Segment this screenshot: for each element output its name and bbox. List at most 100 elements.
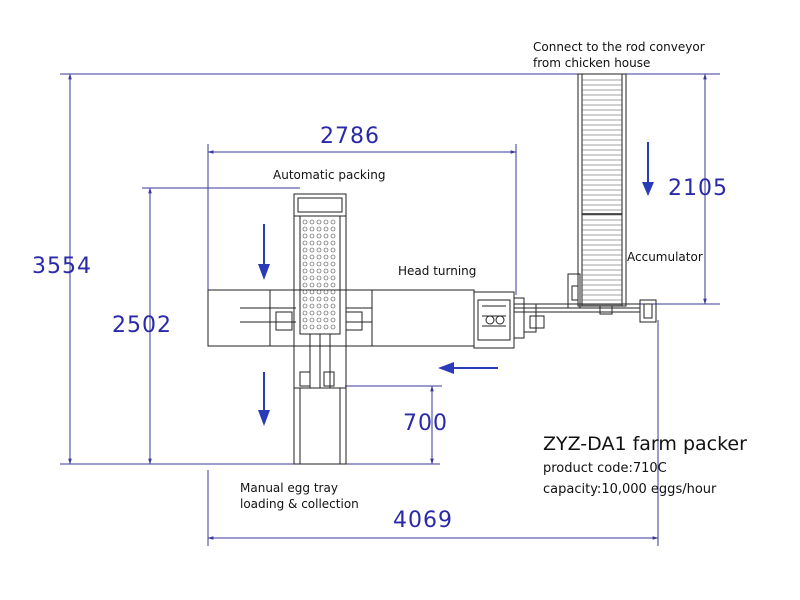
accumulator-conveyor — [567, 73, 627, 309]
egg-slot — [316, 303, 322, 309]
egg-slot — [302, 324, 308, 330]
egg-slot — [302, 247, 308, 253]
egg-slot — [323, 254, 329, 260]
egg-slot — [330, 219, 336, 225]
egg-slot — [302, 268, 308, 274]
dimension-lines — [60, 73, 720, 546]
egg-slot — [330, 233, 336, 239]
egg-slot — [330, 324, 336, 330]
egg-slot — [309, 226, 315, 232]
egg-slot — [316, 317, 322, 323]
egg-slot — [302, 296, 308, 302]
egg-slot — [316, 233, 322, 239]
product-title: ZYZ-DA1 farm packer — [543, 433, 747, 455]
egg-slot — [309, 289, 315, 295]
dimension-left-height: 2502 — [112, 313, 172, 338]
egg-slot — [309, 268, 315, 274]
egg-slot — [309, 275, 315, 281]
arrow-collection-down — [258, 372, 270, 426]
egg-slot — [309, 310, 315, 316]
egg-slot — [330, 226, 336, 232]
egg-slot — [330, 268, 336, 274]
egg-slot — [323, 296, 329, 302]
egg-slot — [330, 247, 336, 253]
egg-slot — [316, 324, 322, 330]
egg-slot — [302, 317, 308, 323]
egg-slot — [330, 275, 336, 281]
egg-slot — [316, 289, 322, 295]
dimension-total-width: 4069 — [393, 508, 453, 533]
head-turning-label: Head turning — [398, 264, 477, 278]
flow-arrows — [258, 142, 654, 426]
arrow-packing-down — [258, 224, 270, 280]
egg-slot — [330, 289, 336, 295]
egg-slot — [323, 282, 329, 288]
dimension-width-top: 2786 — [320, 124, 380, 149]
product-capacity: capacity:10,000 eggs/hour — [543, 482, 717, 497]
head-turning-line — [473, 291, 657, 349]
egg-slot — [323, 303, 329, 309]
egg-slot — [323, 226, 329, 232]
egg-slot — [323, 310, 329, 316]
egg-slot — [302, 226, 308, 232]
egg-slot — [330, 303, 336, 309]
dimension-accumulator-height: 2105 — [668, 176, 728, 201]
egg-slot — [323, 317, 329, 323]
egg-slot — [323, 289, 329, 295]
egg-slot — [323, 219, 329, 225]
automatic-packing-label: Automatic packing — [273, 168, 386, 182]
egg-slot — [330, 310, 336, 316]
egg-slot — [309, 247, 315, 253]
egg-slot — [302, 303, 308, 309]
arrow-left — [438, 362, 498, 374]
egg-slot — [309, 233, 315, 239]
egg-slot — [302, 310, 308, 316]
main-table — [207, 289, 475, 347]
egg-slot — [309, 261, 315, 267]
manual-label-line1: Manual egg tray — [240, 481, 338, 495]
egg-slot — [323, 261, 329, 267]
packing-machine — [293, 193, 347, 465]
conveyor-label-line1: Connect to the rod conveyor — [533, 40, 705, 54]
egg-slot — [323, 233, 329, 239]
egg-slot — [309, 219, 315, 225]
egg-slot — [323, 247, 329, 253]
egg-slot — [309, 303, 315, 309]
egg-slot — [316, 275, 322, 281]
egg-slot — [302, 254, 308, 260]
egg-slot — [302, 233, 308, 239]
manual-label-line2: loading & collection — [240, 497, 359, 511]
egg-slot — [323, 268, 329, 274]
egg-slot — [330, 240, 336, 246]
egg-slot — [316, 310, 322, 316]
egg-slot — [302, 282, 308, 288]
product-code: product code:710C — [543, 461, 667, 476]
egg-slot — [330, 254, 336, 260]
egg-slot — [302, 261, 308, 267]
egg-slot — [316, 219, 322, 225]
dimension-total-height: 3554 — [32, 254, 92, 279]
egg-slot — [330, 317, 336, 323]
egg-slot — [302, 289, 308, 295]
egg-slot — [309, 282, 315, 288]
egg-slot — [309, 296, 315, 302]
egg-slot — [316, 240, 322, 246]
dimension-bottom-height: 700 — [403, 411, 448, 436]
conveyor-label-line2: from chicken house — [533, 56, 651, 70]
egg-slot — [309, 317, 315, 323]
egg-slot — [316, 247, 322, 253]
egg-slot — [323, 240, 329, 246]
egg-slot — [302, 275, 308, 281]
arrow-conveyor-down — [642, 142, 654, 196]
accumulator-label: Accumulator — [627, 250, 703, 264]
egg-slot — [330, 282, 336, 288]
egg-slot — [309, 324, 315, 330]
egg-slot — [309, 240, 315, 246]
egg-slot — [323, 275, 329, 281]
egg-slot — [302, 240, 308, 246]
egg-slot — [316, 296, 322, 302]
egg-slot — [316, 226, 322, 232]
egg-slot — [309, 254, 315, 260]
